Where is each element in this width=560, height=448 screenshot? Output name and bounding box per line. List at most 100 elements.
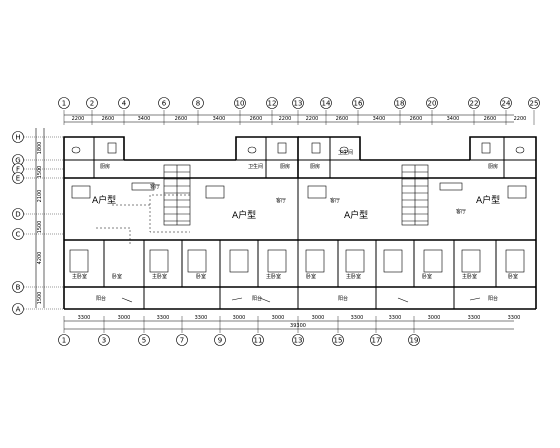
axis-label: 13: [294, 100, 303, 108]
bottom-dimension: 3000: [312, 315, 325, 321]
axis-label: H: [15, 134, 20, 142]
bottom-axis-bubble: 3: [98, 334, 110, 346]
axis-circle: [332, 334, 344, 346]
room-label-kitchen: 厨房: [310, 163, 320, 170]
axis-circle: [292, 97, 304, 109]
bottom-axis-bubble: 7: [176, 334, 188, 346]
axis-label: F: [16, 166, 20, 174]
axis-circle: [58, 97, 70, 109]
axis-circle: [292, 334, 304, 346]
room-label-kitchen: 厨房: [488, 163, 498, 170]
axis-label: 17: [372, 337, 381, 345]
axis-label: 24: [502, 100, 511, 108]
top-dimension: 2600: [410, 116, 423, 122]
room-label-living: 客厅: [276, 197, 286, 204]
axis-circle: [12, 208, 24, 220]
top-axis-bubble: 25: [528, 97, 540, 109]
bottom-dimension: 3300: [157, 315, 170, 321]
top-axis-bubble: 20: [426, 97, 438, 109]
bottom-axis-bubble: 13: [292, 334, 304, 346]
room-label-master-bed: 主卧室: [152, 273, 167, 280]
axis-circle: [214, 334, 226, 346]
axis-circle: [12, 172, 24, 184]
room-label-bed: 卧室: [196, 273, 206, 280]
bottom-dimension: 3000: [233, 315, 246, 321]
axis-label: 14: [322, 100, 331, 108]
axis-label: 3: [102, 337, 106, 345]
axis-circle: [12, 228, 24, 240]
axis-circle: [352, 97, 364, 109]
room-label-living: 客厅: [456, 208, 466, 215]
room-label-bed: 卧室: [306, 273, 316, 280]
room-label-master-bed: 主卧室: [346, 273, 361, 280]
top-dimension: 3400: [138, 116, 151, 122]
axis-circle: [266, 97, 278, 109]
axis-label: B: [16, 284, 21, 292]
axis-label: 18: [396, 100, 405, 108]
room-label-living: 客厅: [330, 197, 340, 204]
axis-circle: [118, 97, 130, 109]
bottom-axis-bubble: 9: [214, 334, 226, 346]
top-dimension: 2600: [250, 116, 263, 122]
axis-label: 12: [268, 100, 277, 108]
top-axis-bubble: 14: [320, 97, 332, 109]
room-label-bath: 卫生间: [338, 149, 353, 156]
axis-label: 4: [122, 100, 127, 108]
left-dimension: 4200: [37, 252, 43, 265]
axis-label: 5: [142, 337, 146, 345]
bath-fixtures: [71, 142, 525, 154]
top-dimension: 2600: [102, 116, 115, 122]
room-label-bed: 卧室: [112, 273, 122, 280]
top-dimension: 2600: [175, 116, 188, 122]
bottom-axis-bubble: 11: [252, 334, 264, 346]
top-axis-bubble: 8: [192, 97, 204, 109]
room-label-kitchen: 厨房: [100, 163, 110, 170]
unit-label: A户型: [476, 194, 500, 206]
axis-label: 6: [162, 100, 167, 108]
top-dimension: 2200: [514, 116, 527, 122]
top-dimension: 2600: [484, 116, 497, 122]
top-axis-bubble: 4: [118, 97, 130, 109]
axis-label: 7: [180, 337, 184, 345]
axis-circle: [98, 334, 110, 346]
top-dimension: 3400: [213, 116, 226, 122]
axis-circle: [176, 334, 188, 346]
axis-circle: [138, 334, 150, 346]
left-axis-bubble: A: [12, 303, 24, 315]
axis-circle: [12, 303, 24, 315]
left-dimension: 1500: [37, 166, 43, 179]
axis-label: 11: [254, 337, 263, 345]
axis-circle: [86, 97, 98, 109]
bottom-dimension: 3000: [428, 315, 441, 321]
left-axis-bubble: B: [12, 281, 24, 293]
left-dimension: 1500: [37, 221, 43, 234]
top-axis-bubble: 6: [158, 97, 170, 109]
axis-label: 16: [354, 100, 363, 108]
axis-circle: [12, 281, 24, 293]
bottom-dimension: 3000: [118, 315, 131, 321]
bottom-axis-bubble: 19: [408, 334, 420, 346]
bottom-dimension: 3000: [272, 315, 285, 321]
room-label-master-bed: 主卧室: [462, 273, 477, 280]
axis-circle: [528, 97, 540, 109]
top-axis-bubble: 16: [352, 97, 364, 109]
bottom-dimension: 3300: [195, 315, 208, 321]
top-dimension: 2200: [72, 116, 85, 122]
bottom-dimension: 3300: [78, 315, 91, 321]
top-dimension: 3400: [373, 116, 386, 122]
bottom-axis-bubble: 1: [58, 334, 70, 346]
left-axis-bubble: H: [12, 131, 24, 143]
unit-label: A户型: [92, 194, 116, 206]
axis-label: 1: [62, 337, 66, 345]
axis-circle: [426, 97, 438, 109]
bottom-axis-bubble: 15: [332, 334, 344, 346]
left-axis-bubble: C: [12, 228, 24, 240]
axis-circle: [158, 97, 170, 109]
door-arrows: [121, 297, 481, 303]
axis-label: 13: [294, 337, 303, 345]
axis-label: 9: [218, 337, 222, 345]
stair-right: [401, 164, 429, 226]
